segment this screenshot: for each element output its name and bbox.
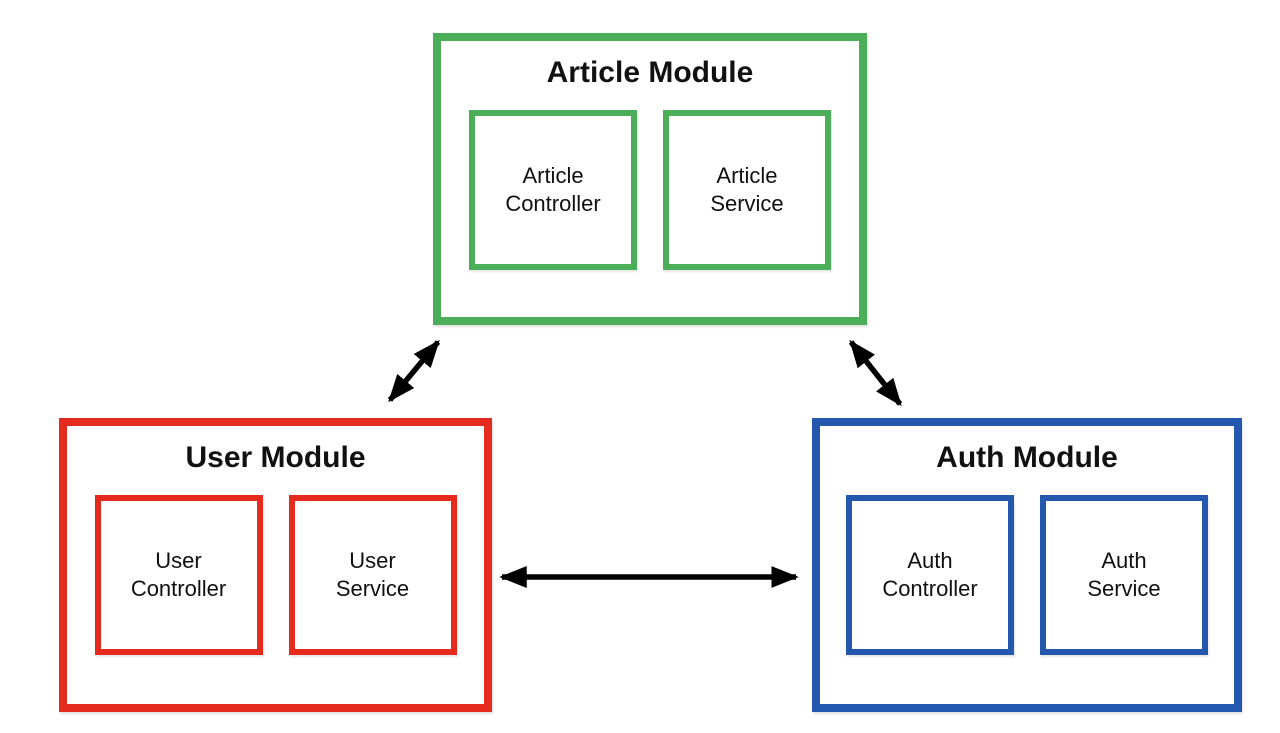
module-auth: Auth Module Auth Controller Auth Service (812, 418, 1242, 712)
auth-service-label: Auth Service (1087, 548, 1161, 601)
user-controller-label: User Controller (130, 548, 227, 601)
auth-service-box: Auth Service (1040, 495, 1208, 655)
article-service-box: Article Service (663, 110, 831, 270)
module-article: Article Module Article Controller Articl… (433, 33, 867, 325)
article-controller-label: Article Controller (505, 163, 601, 216)
module-user-children: User Controller User Service (67, 495, 484, 655)
module-auth-title: Auth Module (936, 441, 1118, 474)
user-service-label: User Service (335, 548, 410, 601)
module-article-title: Article Module (546, 56, 754, 89)
module-user: User Module User Controller User Service (59, 418, 492, 712)
arrow-article-auth (848, 339, 903, 407)
arrow-user-article (387, 339, 441, 403)
article-service-label: Article Service (710, 163, 784, 216)
auth-controller-box: Auth Controller (846, 495, 1014, 655)
auth-controller-label: Auth Controller (882, 548, 978, 601)
user-controller-box: User Controller (94, 495, 263, 655)
module-article-children: Article Controller Article Service (441, 110, 859, 270)
module-user-title: User Module (185, 441, 366, 474)
module-auth-children: Auth Controller Auth Service (820, 495, 1234, 655)
user-service-box: User Service (288, 495, 457, 655)
article-controller-box: Article Controller (469, 110, 637, 270)
